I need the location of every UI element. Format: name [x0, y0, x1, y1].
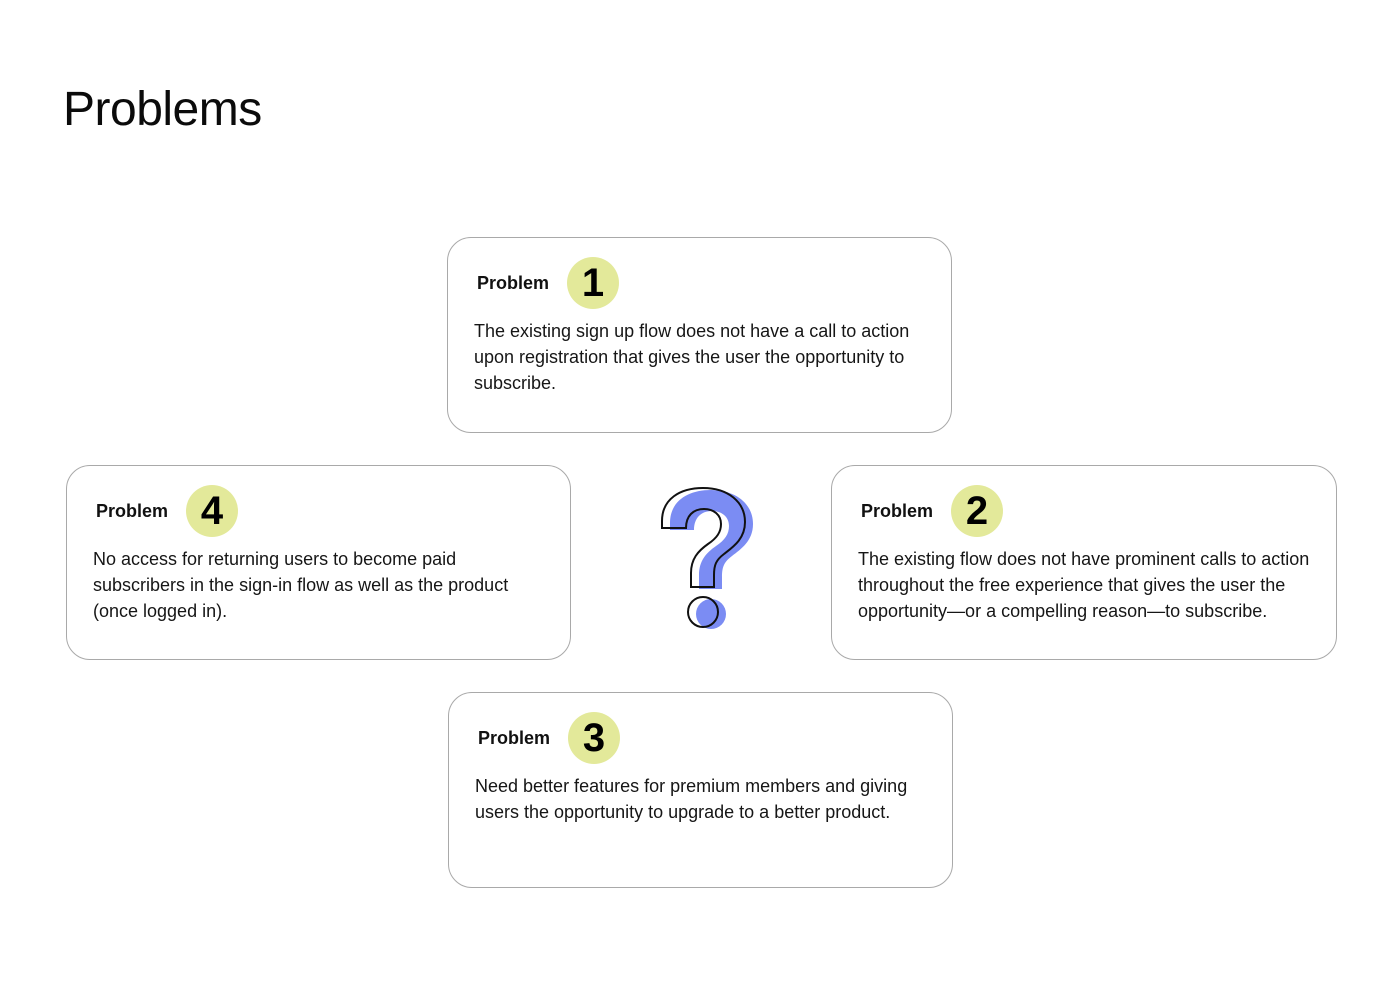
- problem-card-2: Problem 2 The existing flow does not hav…: [831, 465, 1337, 660]
- question-mark-icon: [661, 486, 753, 629]
- problem-card-header: Problem 2: [861, 485, 1003, 537]
- problem-description: The existing sign up flow does not have …: [474, 321, 910, 393]
- problem-label: Problem: [861, 500, 934, 521]
- problem-label: Problem: [478, 727, 551, 748]
- problem-label: Problem: [96, 500, 169, 521]
- page-title: Problems: [63, 83, 262, 136]
- problem-card-header: Problem 4: [96, 485, 238, 537]
- problem-card-4: Problem 4 No access for returning users …: [66, 465, 571, 660]
- problem-card-3: Problem 3 Need better features for premi…: [448, 692, 953, 888]
- problem-number-badge: 1: [567, 257, 619, 309]
- problem-number-badge: 2: [951, 485, 1003, 537]
- problem-description: Need better features for premium members…: [475, 776, 908, 822]
- problem-card-1: Problem 1 The existing sign up flow does…: [447, 237, 952, 433]
- problem-label: Problem: [477, 272, 550, 293]
- problem-description: The existing flow does not have prominen…: [858, 549, 1310, 621]
- problem-number-badge: 3: [568, 712, 620, 764]
- problem-description: No access for returning users to become …: [93, 549, 509, 621]
- problem-number-badge: 4: [186, 485, 238, 537]
- question-mark-outline: [661, 486, 747, 628]
- problem-card-header: Problem 1: [477, 257, 619, 309]
- problem-card-header: Problem 3: [478, 712, 620, 764]
